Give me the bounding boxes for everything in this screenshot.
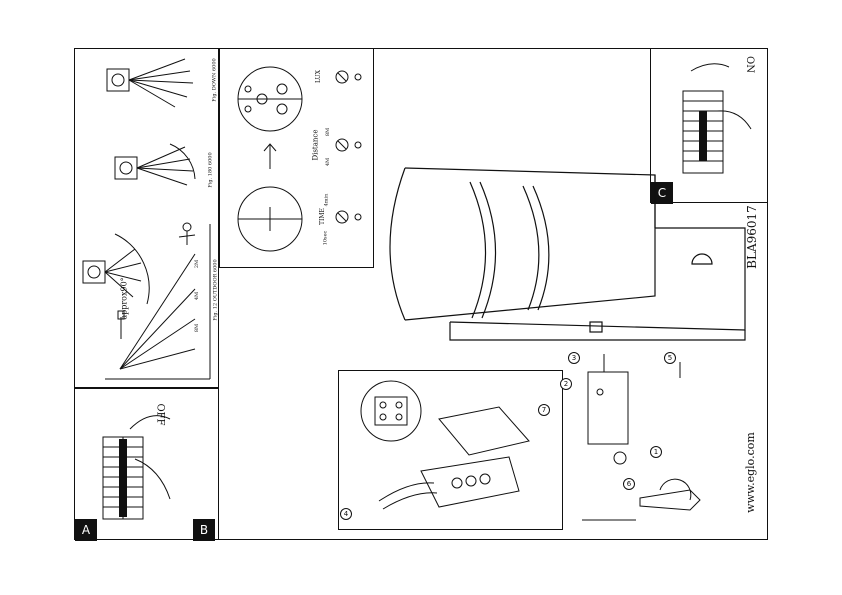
off-panel: OFF A B: [74, 388, 219, 541]
lux-label: LUX: [314, 70, 322, 83]
approx-angle-label: approx90°: [119, 277, 129, 320]
on-label: ON: [743, 56, 755, 73]
step-2: 2: [560, 378, 572, 390]
step-1: 1: [650, 446, 662, 458]
distance-label: Distance: [311, 129, 320, 161]
step-7: 7: [538, 404, 550, 416]
time-max-label: 4min: [323, 193, 330, 207]
step-3: 3: [568, 352, 580, 364]
distance-mark-3: 8M: [194, 323, 201, 333]
off-terminal-drawing: [102, 415, 171, 520]
website-text: www.eglo.com: [743, 432, 757, 513]
badge-a: A: [75, 519, 97, 541]
document-code: BLA96017: [744, 205, 759, 269]
dist-min-label: 4M: [325, 157, 332, 167]
step-4: 4: [340, 508, 352, 520]
badge-c: C: [651, 182, 673, 204]
wiring-drawing: [360, 380, 530, 510]
dist-max-label: 8M: [325, 127, 332, 137]
settings-panel: LUX Distance 4M 8M TIME 10sec 4min: [219, 48, 374, 268]
on-panel: ON C: [650, 48, 768, 204]
step-5: 5: [664, 352, 676, 364]
distance-mark-1: 2M: [194, 259, 201, 269]
distance-mark-2: 4M: [194, 291, 201, 301]
fig-label-a: Fig. DOWN 6000: [211, 58, 218, 102]
fig-label-b: Fig. 180 6000: [207, 152, 214, 188]
time-min-label: 10sec: [322, 230, 329, 246]
on-terminal-drawing: [682, 63, 752, 174]
coverage-panel: approx90° Fig. DOWN 6000 Fig. 180 6000 F…: [74, 48, 219, 388]
wiring-panel: [338, 370, 563, 530]
step-6: 6: [623, 478, 635, 490]
badge-b: B: [193, 519, 215, 541]
coverage-drawing: [82, 58, 211, 380]
off-label: OFF: [154, 403, 166, 426]
time-label: TIME: [318, 208, 326, 225]
settings-drawing: [237, 66, 362, 252]
fig-label-c: Fig. 12 OUTDOOR 6000: [212, 259, 219, 321]
